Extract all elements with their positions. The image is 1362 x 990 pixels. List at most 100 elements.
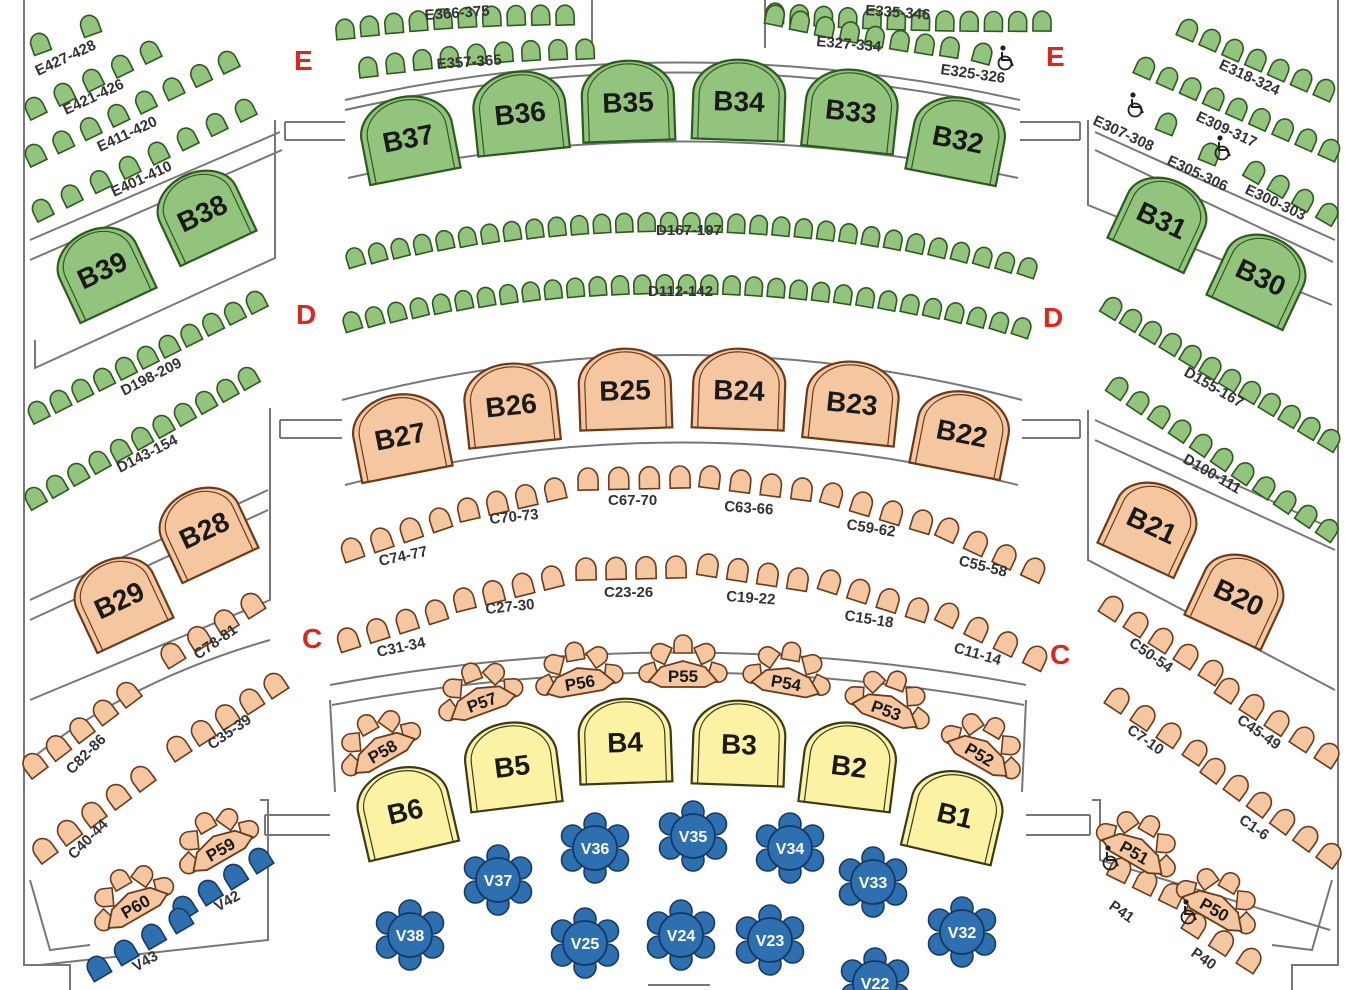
seat[interactable] xyxy=(933,600,963,630)
seat[interactable] xyxy=(548,38,569,61)
seat[interactable] xyxy=(530,4,551,27)
seat[interactable] xyxy=(1177,342,1205,370)
seat[interactable] xyxy=(789,477,814,503)
box-b33[interactable]: B33 xyxy=(799,65,901,156)
seat[interactable] xyxy=(150,412,177,440)
box-b1[interactable]: B1 xyxy=(899,762,1010,867)
seat[interactable] xyxy=(1147,625,1177,655)
seat[interactable] xyxy=(1154,111,1179,137)
seat[interactable] xyxy=(439,45,461,69)
seat[interactable] xyxy=(427,505,454,534)
table-seat[interactable] xyxy=(860,668,887,695)
seat[interactable] xyxy=(1317,136,1342,163)
vip-table-v22[interactable]: V22 xyxy=(840,947,910,990)
seat[interactable] xyxy=(134,343,161,371)
table-seat[interactable] xyxy=(1235,890,1256,911)
seat[interactable] xyxy=(22,94,49,122)
table-seat[interactable] xyxy=(1114,808,1141,835)
seat[interactable] xyxy=(1197,657,1227,687)
table-seat[interactable] xyxy=(354,712,380,738)
seat[interactable] xyxy=(107,436,134,464)
seat[interactable] xyxy=(877,290,898,313)
seat[interactable] xyxy=(111,937,141,967)
seat[interactable] xyxy=(335,18,356,41)
seat[interactable] xyxy=(1016,256,1039,280)
seat[interactable] xyxy=(1132,54,1157,81)
seat[interactable] xyxy=(610,275,630,296)
seat[interactable] xyxy=(108,52,135,80)
seat[interactable] xyxy=(863,25,886,49)
box-b34[interactable]: B34 xyxy=(690,58,787,143)
seat[interactable] xyxy=(29,196,56,224)
seat[interactable] xyxy=(113,678,144,710)
seat[interactable] xyxy=(434,229,456,252)
seat[interactable] xyxy=(1220,36,1246,63)
seat[interactable] xyxy=(904,232,927,256)
seat[interactable] xyxy=(1222,771,1252,803)
seat[interactable] xyxy=(22,141,49,169)
seat[interactable] xyxy=(408,10,429,33)
table-seat[interactable] xyxy=(648,641,674,666)
row-label[interactable]: E357-365 xyxy=(436,51,502,72)
table-seat[interactable] xyxy=(179,830,200,851)
seat[interactable] xyxy=(810,281,831,304)
seat[interactable] xyxy=(1230,459,1258,487)
vip-table-v32[interactable]: V32 xyxy=(927,896,997,968)
seat[interactable] xyxy=(848,490,875,518)
seat[interactable] xyxy=(525,218,545,240)
seat[interactable] xyxy=(192,388,219,416)
box-b32[interactable]: B32 xyxy=(904,90,1011,188)
row-label[interactable]: D167-197 xyxy=(656,222,722,239)
seat[interactable] xyxy=(1290,186,1316,214)
seat[interactable] xyxy=(397,515,425,544)
seat[interactable] xyxy=(423,598,450,626)
seat[interactable] xyxy=(908,508,935,536)
seat[interactable] xyxy=(655,274,675,295)
seat[interactable] xyxy=(28,31,53,57)
seat[interactable] xyxy=(157,640,187,670)
seat[interactable] xyxy=(89,696,120,727)
seat[interactable] xyxy=(1293,502,1321,530)
seat[interactable] xyxy=(921,297,943,320)
box-b29[interactable]: B29 xyxy=(64,545,176,655)
seat[interactable] xyxy=(682,212,701,233)
seat[interactable] xyxy=(1291,822,1322,854)
seat[interactable] xyxy=(1155,719,1185,750)
table-seat[interactable] xyxy=(341,732,362,753)
seat[interactable] xyxy=(543,279,564,301)
seat[interactable] xyxy=(210,606,241,637)
row-label[interactable]: C63-66 xyxy=(724,498,774,518)
seat[interactable] xyxy=(878,499,905,527)
seat[interactable] xyxy=(607,466,630,491)
seat[interactable] xyxy=(818,481,845,509)
seat[interactable] xyxy=(793,218,814,240)
seat[interactable] xyxy=(451,586,478,614)
seat[interactable] xyxy=(637,212,657,233)
table-seat[interactable] xyxy=(1155,833,1176,854)
table-p54[interactable]: P54 xyxy=(739,634,839,701)
box-b20[interactable]: B20 xyxy=(1182,542,1294,652)
seat[interactable] xyxy=(1197,26,1223,53)
seat[interactable] xyxy=(165,905,195,935)
table-seat[interactable] xyxy=(800,653,824,676)
seat[interactable] xyxy=(1288,723,1318,754)
seat[interactable] xyxy=(854,286,876,309)
seat[interactable] xyxy=(726,213,746,235)
seat[interactable] xyxy=(1296,414,1324,442)
seat[interactable] xyxy=(245,845,275,875)
seat[interactable] xyxy=(171,400,198,428)
seat[interactable] xyxy=(665,555,688,580)
seat[interactable] xyxy=(1007,10,1028,33)
seat[interactable] xyxy=(466,43,488,66)
row-label[interactable]: E325-326 xyxy=(939,61,1006,87)
seat[interactable] xyxy=(116,153,143,181)
seat[interactable] xyxy=(755,562,780,588)
seat[interactable] xyxy=(1257,390,1284,418)
seat[interactable] xyxy=(194,877,225,907)
table-p60[interactable]: P60 xyxy=(75,848,181,939)
seat[interactable] xyxy=(988,310,1011,335)
seat[interactable] xyxy=(904,596,931,624)
seat[interactable] xyxy=(1314,516,1342,544)
vip-table-v35[interactable]: V35 xyxy=(658,800,728,872)
seat[interactable] xyxy=(128,424,155,452)
